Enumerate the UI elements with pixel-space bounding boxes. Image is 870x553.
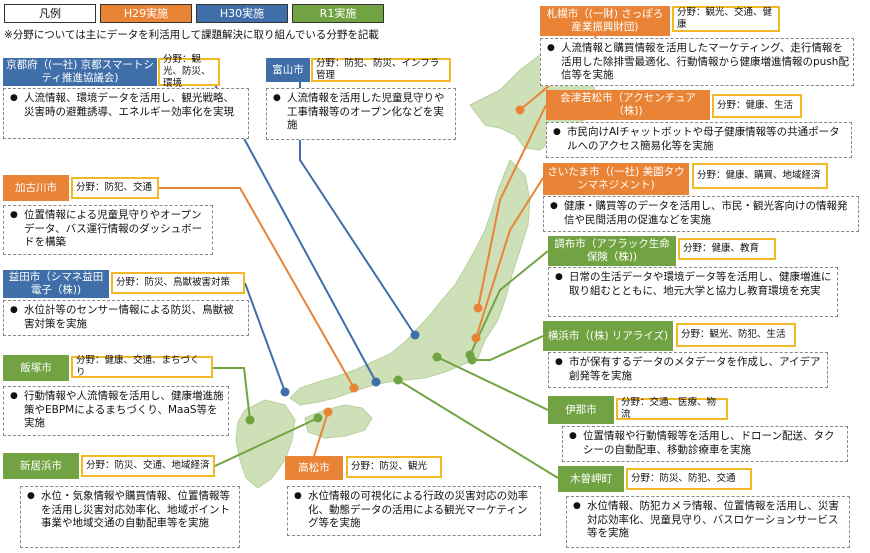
- connector-kisosaki: [397, 379, 559, 479]
- connector-ina: [436, 356, 549, 411]
- field-saitama: 分野：健康、購買、地域経済: [692, 163, 828, 189]
- city-niihama: 新居浜市: [3, 453, 79, 479]
- desc-aizu: 市民向けAIチャットボットや母子健康情報等の共通ポータルへのアクセス簡易化等を実…: [546, 122, 852, 158]
- note-text: ※分野については主にデータを利活用して課題解決に取り組んでいる分野を記載: [4, 29, 379, 41]
- connector-aizu: [477, 104, 547, 309]
- map-dot-toyama: [410, 330, 420, 340]
- shikoku-island: [304, 404, 373, 439]
- city-ina: 伊那市: [548, 396, 614, 424]
- connector-iizuka: [213, 367, 251, 421]
- desc-yokohama: 市が保有するデータのメタデータを作成し、アイデア創発等を実施: [548, 352, 828, 388]
- desc-kakogawa: 位置情報による児童見守りやオープンデータ、バス運行情報のダッシュボードを構築: [3, 205, 213, 255]
- desc-chofu: 日常の生活データや環境データ等を活用し、健康増進に取り組むとともに、地元大学と協…: [548, 267, 838, 317]
- connector-masuda: [244, 282, 286, 393]
- field-kyoto: 分野：観光、防災、環境: [158, 54, 220, 89]
- desc-iizuka: 行動情報や人流情報を活用し、健康増進施策やEBPMによるまちづくり、MaaS等を…: [3, 386, 229, 436]
- legend-r1: R1実施: [292, 4, 384, 23]
- field-masuda: 分野：防災、鳥獣被害対策: [111, 272, 245, 294]
- city-chofu: 調布市（アフラック生命保険（株)): [548, 236, 676, 266]
- city-masuda: 益田市（シマネ益田電子（株)): [3, 270, 109, 298]
- city-kisosaki: 木曽岬町: [558, 466, 624, 492]
- city-takamatsu: 高松市: [285, 456, 343, 480]
- map-dot-ina: [432, 352, 442, 362]
- field-kisosaki: 分野：防災、防犯、交通: [626, 468, 752, 490]
- map-dot-iizuka: [245, 415, 255, 425]
- city-yokohama: 横浜市（(株) リアライズ): [543, 321, 673, 351]
- desc-toyama: 人流情報を活用した児童見守りや工事情報等のオープン化などを実施: [266, 88, 456, 140]
- legend-title: 凡例: [4, 4, 96, 23]
- field-aizu: 分野：健康、生活: [712, 94, 802, 118]
- field-chofu: 分野：健康、教育: [678, 238, 776, 260]
- connector-saitama: [475, 177, 544, 339]
- desc-ina: 位置情報や行動情報等を活用し、ドローン配送、タクシーの自動配車、移動診療車を実施: [562, 426, 848, 462]
- desc-kisosaki: 水位情報、防犯カメラ情報、位置情報を活用し、災害対応効率化、児童見守り、バスロケ…: [566, 496, 850, 548]
- map-dot-yokohama: [467, 355, 477, 365]
- desc-niihama: 水位・気象情報や購買情報、位置情報等を活用し災害対応効率化、地域ポイント事業や地…: [20, 486, 240, 548]
- map-dot-aizu: [473, 303, 483, 313]
- desc-sapporo: 人流情報と購買情報を活用したマーケティング、走行情報を活用した除排雪最適化、行動…: [540, 38, 854, 86]
- field-iizuka: 分野：健康、交通、まちづくり: [71, 355, 213, 378]
- connector-chofu: [469, 250, 549, 356]
- honshu-island: [289, 159, 531, 406]
- city-saitama: さいたま市（(一社) 美園タウンマネジメント): [543, 163, 689, 195]
- city-iizuka: 飯塚市: [3, 355, 69, 381]
- field-takamatsu: 分野：防災、観光: [346, 456, 442, 478]
- city-sapporo: 札幌市（(一財) さっぽろ産業振興財団): [540, 6, 670, 36]
- desc-saitama: 健康・購買等のデータを活用し、市民・観光客向けの情報発信や民間活用の促進などを実…: [543, 196, 859, 232]
- connector-yokohama: [472, 335, 544, 361]
- legend-h30: H30実施: [196, 4, 288, 23]
- field-sapporo: 分野：観光、交通、健康: [672, 6, 780, 32]
- map-dot-takamatsu: [323, 407, 333, 417]
- city-toyama: 富山市: [266, 58, 310, 82]
- city-kakogawa: 加古川市: [3, 175, 69, 201]
- desc-masuda: 水位計等のセンサー情報による防災、鳥獣被害対策を実施: [3, 300, 249, 336]
- field-niihama: 分野：防災、交通、地域経済: [81, 455, 215, 477]
- desc-kyoto: 人流情報、環境データを活用し、観光戦略、災害時の避難誘導、エネルギー効率化を実現: [3, 88, 249, 139]
- legend-h29: H29実施: [100, 4, 192, 23]
- map-dot-kisosaki: [393, 375, 403, 385]
- map-dot-sapporo: [515, 105, 525, 115]
- field-yokohama: 分野：観光、防犯、生活: [676, 323, 796, 347]
- connector-takamatsu: [313, 411, 329, 457]
- map-dot-saitama: [471, 333, 481, 343]
- city-aizu: 会津若松市（アクセンチュア（株)): [546, 90, 710, 120]
- map-dot-niihama: [313, 413, 323, 423]
- desc-takamatsu: 水位情報の可視化による行政の災害対応の効率化、動態データの活用による観光マーケテ…: [287, 486, 541, 536]
- field-toyama: 分野：防犯、防災、インフラ管理: [311, 58, 451, 82]
- field-kakogawa: 分野：防犯、交通: [71, 177, 159, 199]
- city-kyoto: 京都府（(一社) 京都スマートシティ推進協議会): [3, 58, 157, 86]
- map-dot-kakogawa: [349, 383, 359, 393]
- connector-niihama: [214, 417, 319, 467]
- map-dot-kyoto: [371, 377, 381, 387]
- field-ina: 分野：交通、医療、物流: [616, 397, 728, 420]
- connector-kakogawa: [159, 187, 355, 389]
- map-dot-masuda: [280, 387, 290, 397]
